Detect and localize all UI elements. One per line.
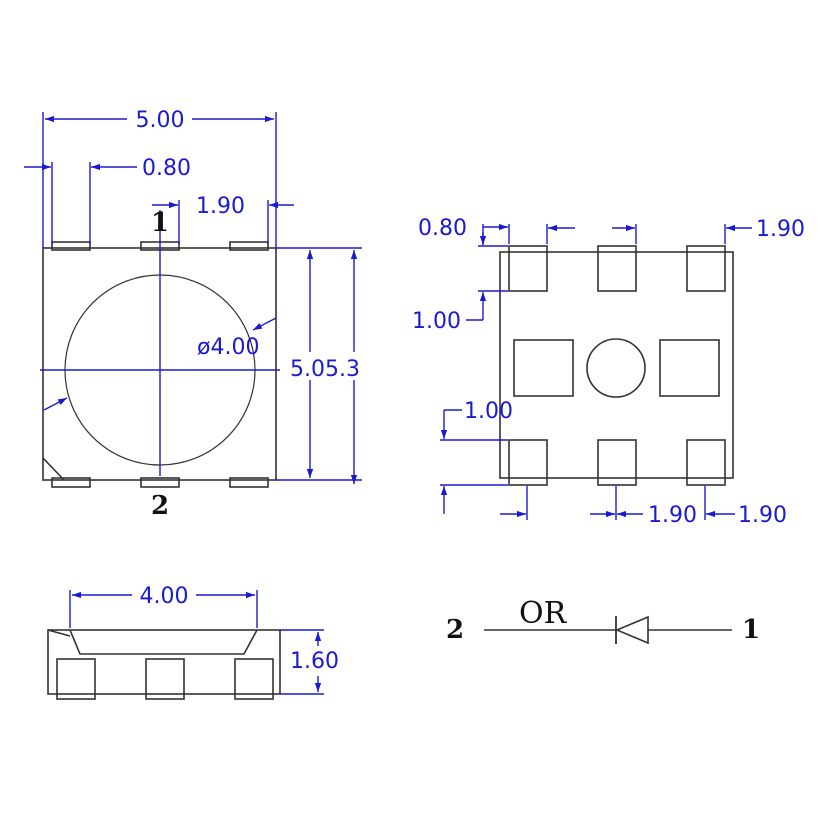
- bottom-view-pad: [508, 245, 548, 292]
- dim-pad-len-label: 1.00: [412, 309, 461, 334]
- dim-pad-label: 0.80: [418, 216, 467, 241]
- top-view-pad: [229, 241, 269, 251]
- schematic-pin-1: 1: [742, 615, 760, 645]
- bottom-view-pad: [597, 439, 637, 486]
- bottom-view-pad: [508, 439, 548, 486]
- top-view-pad: [51, 477, 91, 488]
- dim-height-label: 1.60: [290, 649, 339, 674]
- top-view: 5.00 0.80 1.90 5.05.3 ø4.00 1 2: [24, 108, 374, 521]
- dim-pitch-label: 1.90: [196, 194, 245, 219]
- bottom-view-center-pad: [513, 339, 574, 397]
- side-view-pad: [234, 658, 274, 700]
- bottom-view-center-circle: [586, 338, 646, 398]
- dim-pad-len-label: 1.00: [464, 399, 513, 424]
- pin-1-label: 1: [151, 208, 169, 238]
- pin-2-label: 2: [151, 491, 169, 521]
- diode-schematic: 2 OR 1: [446, 596, 760, 645]
- diode-triangle: [614, 615, 649, 645]
- side-view-body: [47, 629, 281, 695]
- top-view-pad: [51, 241, 91, 251]
- dim-pitch-label: 1.90: [648, 503, 697, 528]
- bottom-view: 0.80 1.90 1.00 1.00 1.90 1.90: [412, 216, 805, 528]
- top-view-pad: [140, 477, 180, 488]
- schematic-label: OR: [519, 596, 568, 631]
- schematic-pin-2: 2: [446, 615, 464, 645]
- bottom-view-center-pad: [659, 339, 720, 397]
- dim-pad-label: 0.80: [142, 156, 191, 181]
- bottom-view-pad: [686, 439, 726, 486]
- dim-height-label: 5.05.3: [290, 357, 360, 382]
- dim-dome-label: 4.00: [140, 584, 189, 609]
- top-view-pad: [229, 477, 269, 488]
- side-view-dome: [69, 629, 258, 655]
- dim-pitch-label: 1.90: [756, 217, 805, 242]
- dim-dome-label: ø4.00: [197, 335, 259, 360]
- side-view-pad: [56, 658, 96, 700]
- bottom-view-body: [499, 251, 734, 479]
- pin1-chamfer: [42, 457, 65, 481]
- side-view: 4.00 1.60: [47, 584, 339, 700]
- dim-pitch-label: 1.90: [738, 503, 787, 528]
- side-view-pad: [145, 658, 185, 700]
- dim-dome-leader: [252, 317, 277, 331]
- bottom-view-pad: [686, 245, 726, 292]
- bottom-view-pad: [597, 245, 637, 292]
- dim-width-label: 5.00: [136, 108, 185, 133]
- dim-dome-leader: [43, 397, 68, 411]
